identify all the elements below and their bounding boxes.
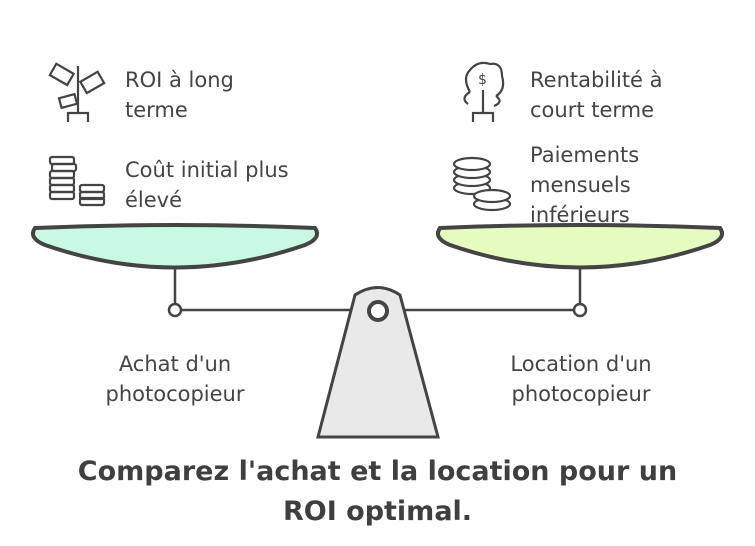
right-item-payments: Paiements mensuels inférieurs <box>530 140 639 230</box>
label-line: Achat d'un <box>118 352 232 376</box>
svg-text:$: $ <box>478 72 487 88</box>
label-line: court terme <box>530 98 655 122</box>
right-pan <box>436 223 724 270</box>
label-line: ROI à long <box>125 68 234 92</box>
label-line: Location d'un <box>510 352 652 376</box>
left-pan <box>31 223 319 270</box>
label-line: Coût initial plus <box>125 158 289 182</box>
left-item-cost: Coût initial plus élevé <box>125 155 289 215</box>
label-line: Paiements <box>530 143 640 167</box>
label-line: photocopieur <box>105 382 245 406</box>
label-line: mensuels <box>530 173 631 197</box>
label-line: inférieurs <box>530 203 630 227</box>
money-plant-icon <box>48 62 106 122</box>
dollar-tree-icon: $ <box>463 61 505 122</box>
left-item-roi: ROI à long terme <box>125 65 234 125</box>
label-line: élevé <box>125 188 183 212</box>
title-line: Comparez l'achat et la location pour un <box>77 456 678 487</box>
right-option-label: Location d'un photocopieur <box>476 349 686 409</box>
left-option-label: Achat d'un photocopieur <box>75 349 275 409</box>
coin-stacks-icon <box>48 155 106 207</box>
label-line: Rentabilité à <box>530 68 663 92</box>
right-item-profitability: Rentabilité à court terme <box>530 65 663 125</box>
scale-fulcrum <box>316 286 440 439</box>
diagram-title: Comparez l'achat et la location pour un … <box>0 452 755 532</box>
label-line: photocopieur <box>511 382 651 406</box>
coins-icon <box>452 156 512 212</box>
label-line: terme <box>125 98 188 122</box>
title-line: ROI optimal. <box>282 496 473 527</box>
